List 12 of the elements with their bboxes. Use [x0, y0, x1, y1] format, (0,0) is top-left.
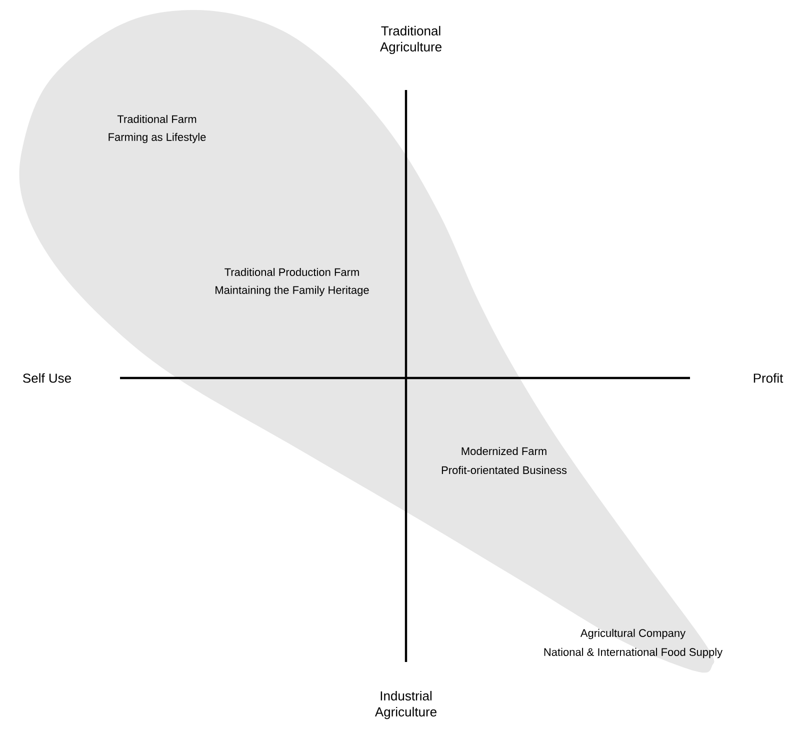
region-label: Maintaining the Family Heritage [216, 286, 369, 296]
region-label: Agricultural Company [580, 628, 686, 640]
region-label: Traditional Farm [117, 114, 196, 124]
axis-label: Self Use [23, 373, 71, 383]
region-label: Profit-orientated Business [442, 466, 567, 474]
axis-label: Profit [754, 373, 784, 383]
region-label: Farming as Lifestyle [108, 132, 206, 144]
region-label: National & International Food Supply [544, 648, 723, 658]
axis-label: Traditional Agriculture [380, 26, 442, 54]
region-label: Traditional Production Farm [224, 268, 359, 276]
region-label: Modernized Farm [462, 446, 546, 456]
axis-label: Industrial Agriculture [374, 690, 436, 720]
